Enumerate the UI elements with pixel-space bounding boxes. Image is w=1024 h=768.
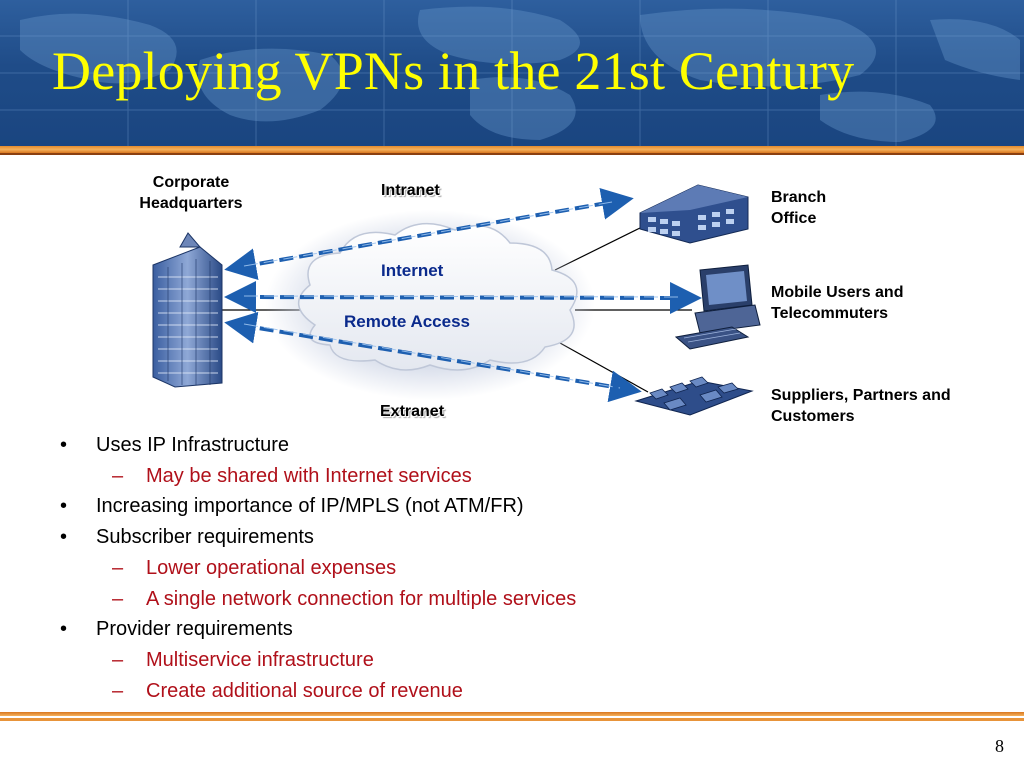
bullet-text: Uses IP Infrastructure: [96, 434, 290, 456]
sub-bullet-text: May be shared with Internet services: [146, 465, 472, 487]
label-suppliers: Suppliers, Partners and Customers: [771, 387, 951, 425]
vpn-diagram: Corporate Headquarters Intranet Internet…: [0, 155, 1024, 430]
header-accent-rule: [0, 146, 1024, 153]
headquarters-building-icon: [152, 232, 223, 388]
sub-bullet-text: A single network connection for multiple…: [146, 588, 577, 610]
label-mobile-users: Mobile Users and Telecommuters: [771, 284, 904, 322]
bullet-text: Provider requirements: [96, 618, 293, 640]
sub-bullet-text: Multiservice infrastructure: [146, 649, 374, 671]
slide-header: Deploying VPNs in the 21st Century: [0, 0, 1024, 146]
footer-accent-rule-2: [0, 718, 1024, 721]
sub-bullet-text: Create additional source of revenue: [146, 680, 463, 702]
label-internet: Internet: [381, 261, 444, 280]
footer-accent-rule: [0, 712, 1024, 716]
branch-office-building-icon: [639, 184, 749, 244]
label-remote-access: Remote Access: [344, 312, 470, 331]
world-map-background: [0, 0, 1024, 146]
internet-cloud: [265, 210, 595, 400]
label-intranet: Intranet: [381, 182, 440, 199]
label-branch-office: Branch Office: [771, 189, 827, 227]
bullet-text: Subscriber requirements: [96, 526, 314, 548]
header-accent-rule-dark: [0, 153, 1024, 155]
circuit-board-icon: [634, 376, 754, 416]
page-number: 8: [995, 736, 1004, 756]
label-corporate-headquarters: Corporate Headquarters: [139, 174, 243, 212]
computer-workstation-icon: [674, 264, 761, 350]
bullet-text: Increasing importance of IP/MPLS (not AT…: [96, 495, 524, 517]
slide-title: Deploying VPNs in the 21st Century: [52, 41, 855, 101]
vpn-diagram-graphics: [152, 184, 761, 416]
sub-bullet-text: Lower operational expenses: [146, 557, 397, 579]
label-extranet: Extranet: [380, 403, 445, 420]
